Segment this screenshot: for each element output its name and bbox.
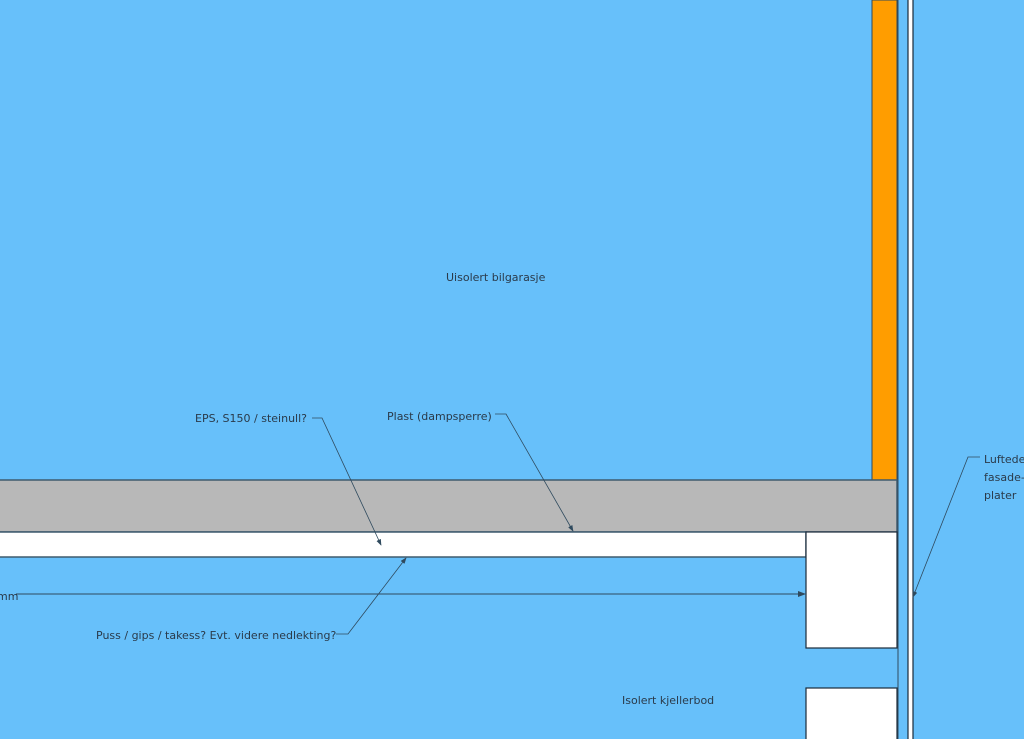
orange-wall bbox=[871, 0, 898, 481]
label-puss: Puss / gips / takess? Evt. videre nedlek… bbox=[96, 629, 336, 642]
label-kjellerbod: Isolert kjellerbod bbox=[622, 694, 714, 707]
label-dimension: mm bbox=[0, 590, 18, 603]
label-facade-3: plater bbox=[984, 489, 1017, 502]
label-garage: Uisolert bilgarasje bbox=[446, 271, 546, 284]
leader-puss bbox=[336, 557, 407, 635]
leader-plast bbox=[495, 413, 574, 532]
leader-eps bbox=[312, 417, 382, 546]
concrete-slab bbox=[0, 479, 898, 533]
leader-facade bbox=[912, 456, 980, 598]
insulation-strip bbox=[0, 531, 807, 558]
label-plast: Plast (dampsperre) bbox=[387, 410, 492, 423]
label-facade-1: Luftede bbox=[984, 453, 1024, 466]
facade-panel bbox=[907, 0, 914, 739]
insulation-box-upper bbox=[805, 531, 898, 649]
label-facade-2: fasade- bbox=[984, 471, 1024, 484]
insulation-box-lower bbox=[805, 687, 898, 739]
label-eps: EPS, S150 / steinull? bbox=[195, 412, 307, 425]
